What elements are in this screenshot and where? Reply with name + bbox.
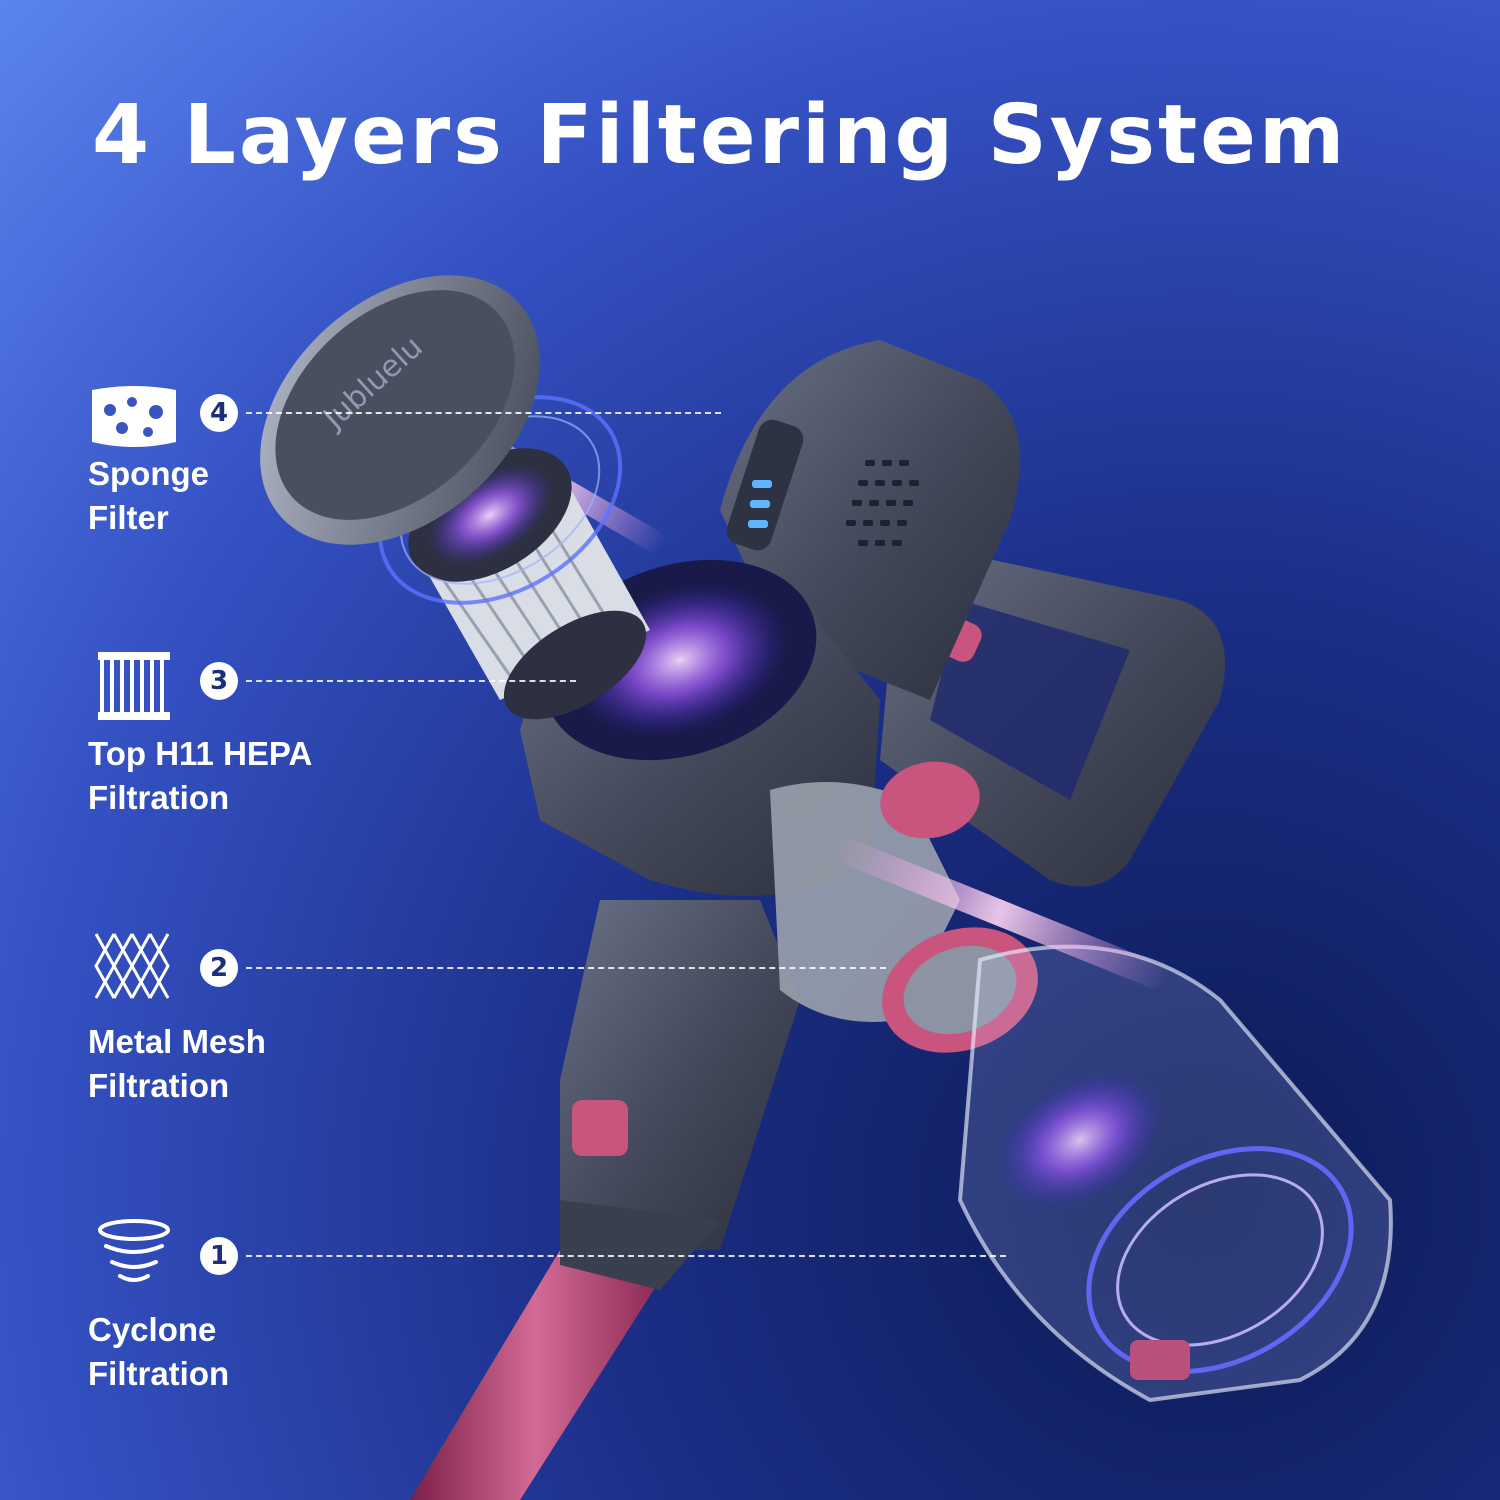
callout-line xyxy=(246,1255,1006,1257)
cyclone-icon xyxy=(98,1219,170,1282)
metal-mesh-icon xyxy=(94,933,170,999)
feature-label: Sponge Filter xyxy=(88,455,209,536)
dust-bin xyxy=(957,944,1393,1403)
callout-line xyxy=(246,967,886,969)
feature-number: 2 xyxy=(200,949,238,987)
callout-line xyxy=(246,412,721,414)
hepa-filter-icon xyxy=(98,652,170,720)
vent-grille xyxy=(846,460,919,546)
release-button xyxy=(572,1100,628,1156)
callout-line xyxy=(246,680,576,682)
wand-tube xyxy=(410,1250,660,1500)
feature-label: Metal Mesh Filtration xyxy=(88,1023,266,1104)
feature-number: 3 xyxy=(200,662,238,700)
feature-number: 1 xyxy=(200,1237,238,1275)
page-title: 4 Layers Filtering System xyxy=(92,88,1348,183)
sponge-icon xyxy=(92,386,176,447)
feature-number: 4 xyxy=(200,394,238,432)
feature-label: Cyclone Filtration xyxy=(88,1311,230,1392)
grip-neck xyxy=(560,900,800,1250)
sponge-filter-cap: Jubluelu xyxy=(260,275,540,545)
feature-label: Top H11 HEPA Filtration xyxy=(88,735,313,816)
